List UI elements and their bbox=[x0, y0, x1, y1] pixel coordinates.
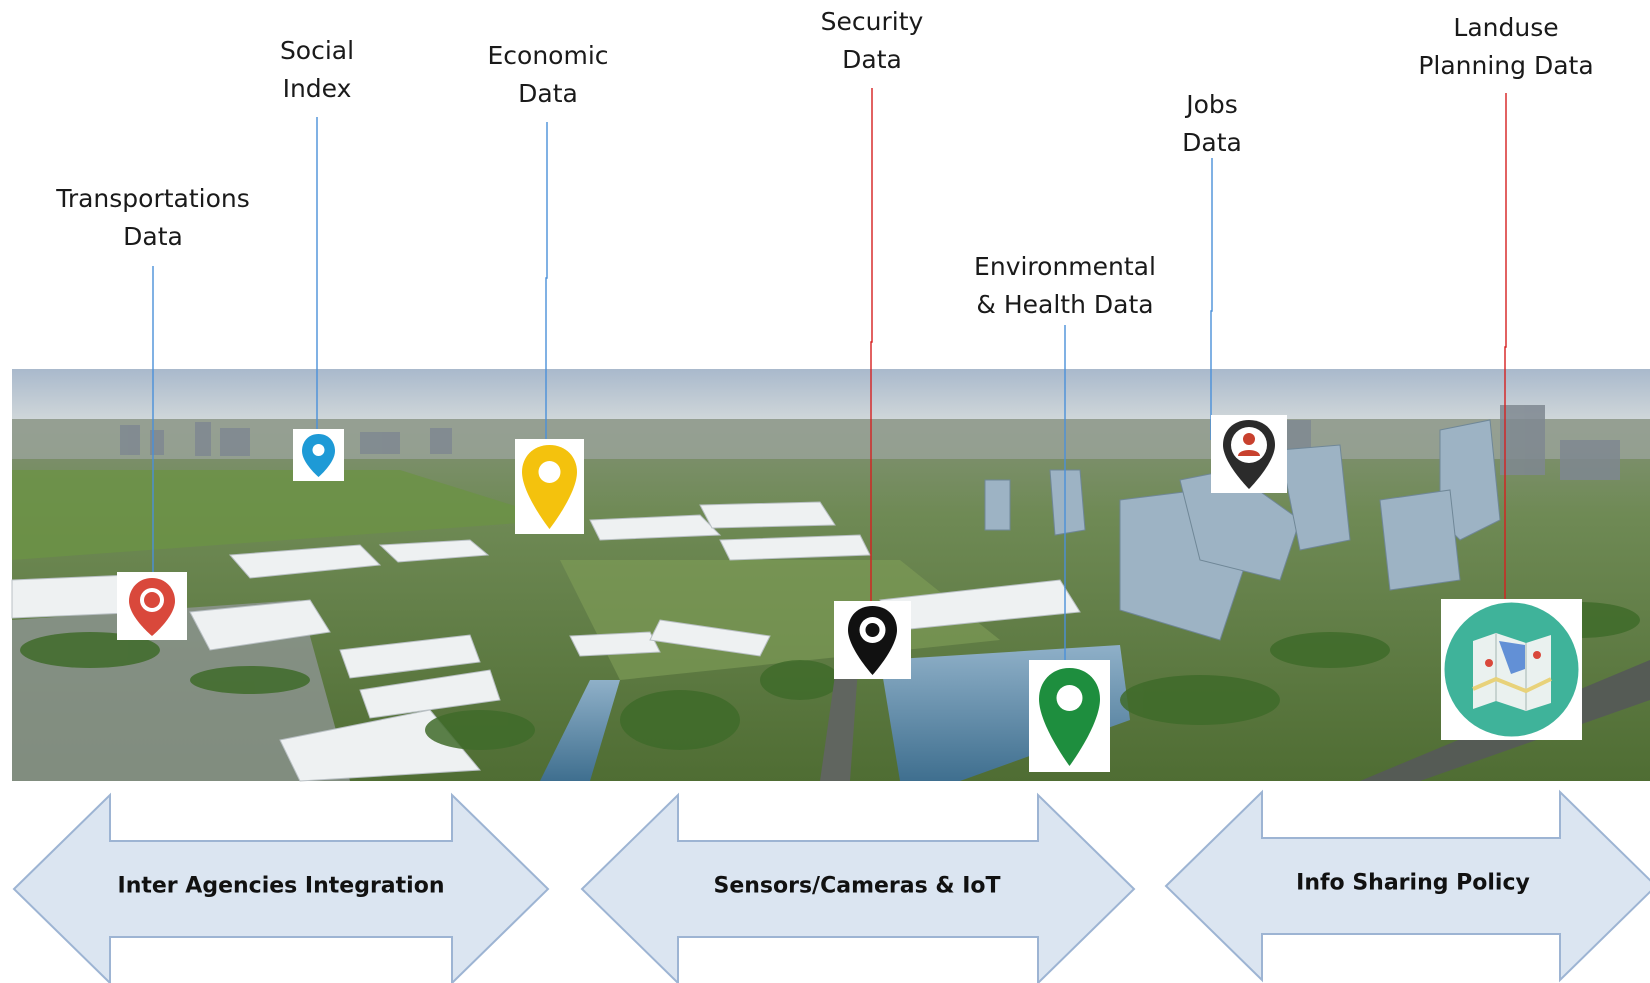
red-map-pin-icon bbox=[117, 572, 187, 640]
arrows bbox=[12, 789, 1650, 983]
yellow-map-pin-icon bbox=[515, 439, 584, 534]
connector-security bbox=[870, 88, 873, 608]
connector-jobs bbox=[1210, 158, 1213, 440]
black-map-pin-icon bbox=[834, 601, 911, 679]
blue-map-pin-icon bbox=[293, 429, 344, 481]
connector-landuse bbox=[1504, 93, 1507, 602]
folded-map-icon bbox=[1441, 599, 1582, 740]
double-arrow-2 bbox=[580, 792, 1136, 983]
person-pin-icon bbox=[1211, 415, 1287, 493]
green-map-pin-icon bbox=[1029, 660, 1110, 772]
connector-economic bbox=[545, 122, 548, 448]
arrow-label-sensors-iot: Sensors/Cameras & IoT bbox=[713, 873, 1001, 899]
double-arrow-3 bbox=[1164, 789, 1650, 983]
city-panorama-image bbox=[11, 369, 1650, 782]
label-environmental-health: Environmental& Health Data bbox=[974, 252, 1156, 319]
double-arrow-1 bbox=[12, 792, 550, 983]
connector-lines bbox=[152, 88, 1507, 663]
arrow-label-info-sharing: Info Sharing Policy bbox=[1296, 870, 1530, 896]
arrow-label-inter-agencies: Inter Agencies Integration bbox=[117, 873, 445, 899]
